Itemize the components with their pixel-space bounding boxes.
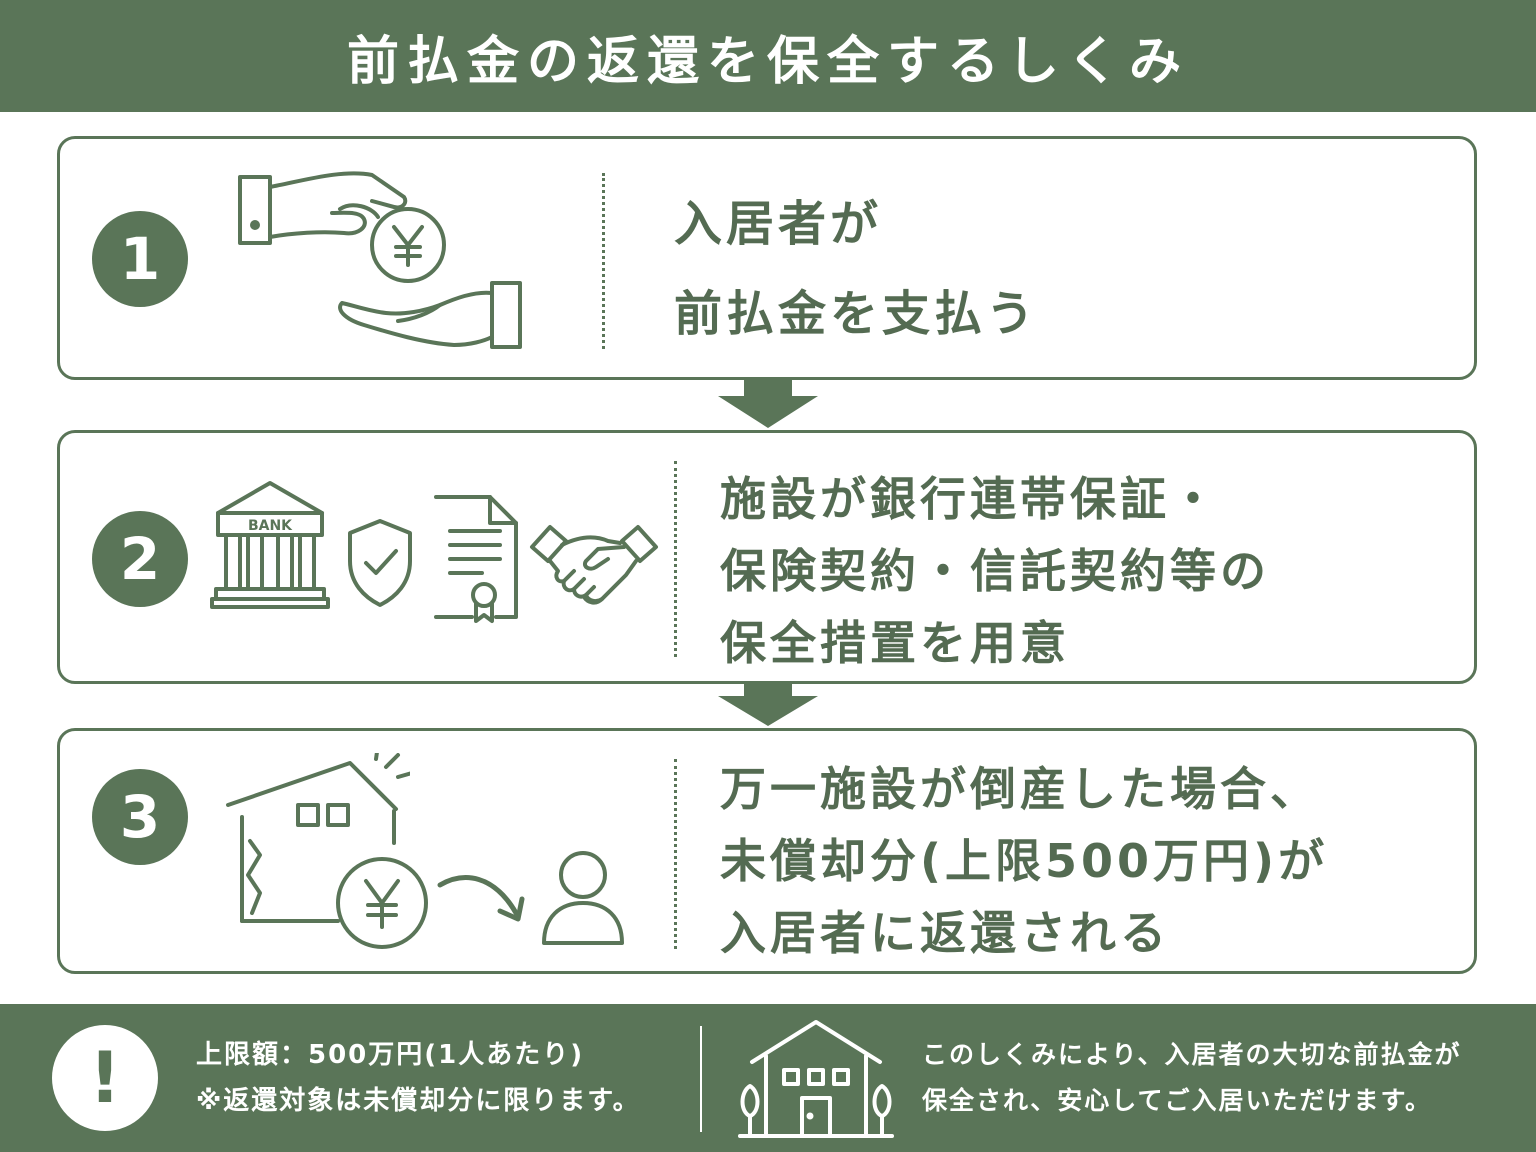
footer-divider: [700, 1026, 702, 1132]
yen-coin-icon: [336, 857, 428, 949]
step-1-line-1: 入居者が: [674, 196, 883, 252]
assurance-line-1: このしくみにより、入居者の大切な前払金が: [922, 1040, 1462, 1069]
curved-arrow-icon: [437, 875, 525, 922]
page-title: 前払金の返還を保全するしくみ: [346, 31, 1190, 92]
step-1-number: 1: [92, 211, 188, 307]
alert-icon: !: [52, 1025, 158, 1131]
step-2-card: 2 BANK 施設が銀行連帯保証・ 保険契約・信託契約等の 保全措置を用意: [57, 430, 1477, 684]
limit-amount-text: 上限額：500万円(1人あたり): [196, 1040, 585, 1070]
footer-limit-note: 上限額：500万円(1人あたり) ※返還対象は未償却分に限ります。: [196, 1032, 641, 1124]
yen-coin-icon: [370, 207, 446, 283]
open-hand-icon: [338, 281, 522, 349]
person-icon: [542, 851, 624, 945]
step-3-divider: [674, 759, 677, 949]
collapsed-building-icon: [226, 753, 410, 923]
step-3-card: 3 万一施設が倒産した場合、 未償却分(上限500万円)が 入居者に返還される: [57, 728, 1477, 974]
step-3-line-3: 入居者に返還される: [720, 906, 1170, 960]
title-bar: 前払金の返還を保全するしくみ: [0, 0, 1536, 112]
certificate-document-icon: [434, 495, 518, 623]
step-2-line-2: 保険契約・信託契約等の: [720, 544, 1270, 598]
step-1-line-2: 前払金を支払う: [674, 286, 1039, 342]
step-3-line-2: 未償却分(上限500万円)が: [720, 834, 1329, 888]
footer-banner: ! 上限額：500万円(1人あたり) ※返還対象は未償却分に限ります。 このしく…: [0, 1004, 1536, 1152]
bank-label: BANK: [248, 518, 293, 534]
refund-scope-text: ※返還対象は未償却分に限ります。: [196, 1086, 641, 1116]
step-1-card: 1 入居者が 前払金を支払う: [57, 136, 1477, 380]
footer-assurance-note: このしくみにより、入居者の大切な前払金が 保全され、安心してご入居いただけます。: [922, 1032, 1462, 1124]
step-2-number: 2: [92, 511, 188, 607]
handshake-icon: [530, 525, 658, 605]
house-with-trees-icon: [738, 1020, 894, 1138]
step-2-line-3: 保全措置を用意: [720, 616, 1070, 670]
step-3-number: 3: [92, 769, 188, 865]
step-1-divider: [602, 173, 605, 349]
down-arrow-icon: [718, 684, 818, 726]
shield-check-icon: [348, 519, 412, 607]
step-2-divider: [674, 461, 677, 657]
assurance-line-2: 保全され、安心してご入居いただけます。: [922, 1086, 1433, 1115]
step-1-text: 入居者が 前払金を支払う: [674, 179, 1038, 359]
step-2-line-1: 施設が銀行連帯保証・: [720, 472, 1220, 526]
hand-giving-coin-icon: [238, 171, 408, 245]
bank-icon: BANK: [210, 481, 330, 609]
step-2-text: 施設が銀行連帯保証・ 保険契約・信託契約等の 保全措置を用意: [720, 463, 1270, 679]
down-arrow-icon: [718, 380, 818, 428]
step-3-text: 万一施設が倒産した場合、 未償却分(上限500万円)が 入居者に返還される: [720, 753, 1328, 969]
step-3-line-1: 万一施設が倒産した場合、: [720, 762, 1320, 816]
